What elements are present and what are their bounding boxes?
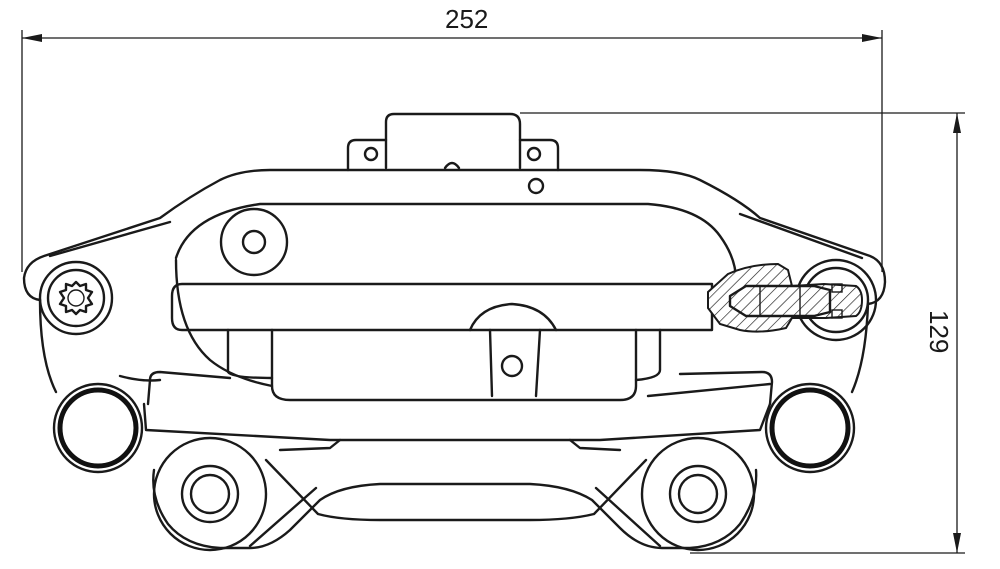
left-pin-boss: [38, 260, 114, 336]
caliper-body: [22, 168, 887, 550]
width-dimension: [21, 30, 883, 272]
height-dimension: [520, 112, 965, 554]
lower-left-ear: [52, 382, 144, 474]
width-dimension-label: 252: [445, 4, 489, 34]
bleed-bracket: [346, 112, 560, 172]
bottom-right-boss: [640, 436, 756, 552]
right-pin-boss: [707, 258, 878, 342]
height-dimension-label: 129: [924, 310, 954, 354]
lower-right-ear: [764, 382, 856, 474]
bottom-left-boss: [152, 436, 268, 552]
